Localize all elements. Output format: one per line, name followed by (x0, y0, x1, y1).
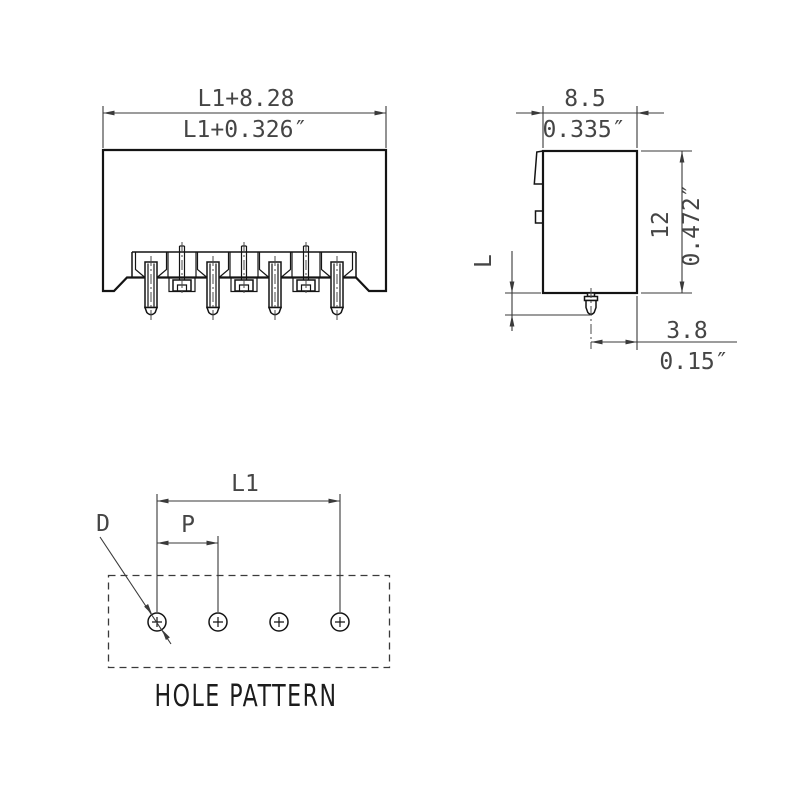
front-view: L1+8.28 L1+0.326″ (101, 86, 388, 321)
hole-pattern-caption: HOLE PATTERN (155, 679, 338, 714)
front-width-dimension: L1+8.28 L1+0.326″ (102, 86, 387, 148)
side-pin-length-dimension: L (471, 251, 590, 331)
hole-diameter-callout: D (96, 511, 172, 645)
hole-pitch-dimension: P (157, 512, 219, 612)
hole-span-label: L1 (231, 471, 259, 497)
side-view: 8.5 0.335″ 12 0.472″ L 3.8 0.15″ (471, 86, 737, 375)
hole-pitch-label: P (181, 512, 195, 538)
side-pin-offset-dimension: 3.8 0.15″ (591, 296, 737, 375)
side-pin-offset-imperial: 0.15″ (659, 349, 728, 375)
side-depth-imperial: 0.335″ (542, 117, 625, 143)
side-depth-metric: 8.5 (564, 86, 606, 112)
side-latch (533, 150, 544, 185)
side-housing-outline (541, 149, 639, 295)
side-pin-length-label: L (471, 254, 497, 268)
hole-span-dimension: L1 (156, 471, 341, 612)
front-width-metric: L1+8.28 (198, 86, 295, 112)
side-height-imperial: 0.472″ (679, 183, 705, 266)
hole-pattern-view: L1 P D HOLE PATTERN (96, 471, 391, 714)
hole-circles (147, 612, 350, 632)
side-lock-bump (534, 210, 544, 224)
front-long-pins (143, 261, 345, 316)
front-centerlines (150, 242, 338, 321)
hole-diameter-label: D (96, 511, 110, 537)
front-chambers-long (134, 252, 354, 278)
side-height-metric: 12 (648, 211, 674, 239)
side-depth-dimension: 8.5 0.335″ (516, 86, 664, 148)
front-width-imperial: L1+0.326″ (183, 117, 308, 143)
hole-pattern-board-outline (107, 574, 391, 669)
side-pin (583, 288, 599, 349)
side-height-dimension: 12 0.472″ (641, 150, 705, 294)
side-pin-offset-metric: 3.8 (666, 318, 708, 344)
